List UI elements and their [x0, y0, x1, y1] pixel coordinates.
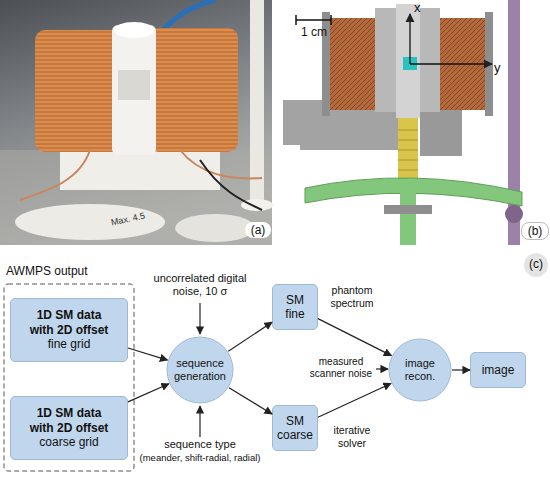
flow-arrow [452, 369, 470, 370]
flow-arrow [318, 383, 391, 417]
cad-panel [398, 170, 418, 171]
node-text: coarse grid [39, 435, 98, 449]
photo-panel [35, 30, 123, 152]
photo-panel [241, 199, 273, 211]
cad-panel [330, 15, 332, 25]
node-text: SM fine [275, 293, 315, 322]
cad-panel [384, 205, 432, 214]
cad-panel [400, 186, 416, 245]
cad-panel [505, 205, 523, 223]
cad-panel [278, 0, 550, 245]
edge-label: phantom spectrum [320, 284, 384, 309]
flow-decoration [376, 368, 388, 369]
annotation-label: y [494, 60, 506, 76]
flow-arrow [229, 388, 272, 414]
flow-arrow [128, 348, 167, 360]
process-box: 1D SM data with 2D offsetcoarse grid [10, 396, 128, 460]
photo-panel [175, 214, 255, 242]
flow-decoration [524, 253, 548, 277]
photo-panel [180, 150, 262, 178]
cad-panel [420, 108, 462, 156]
node-text: SM coarse [275, 414, 315, 443]
cad-panel [398, 130, 418, 131]
cad-panel [398, 140, 418, 141]
group-frame: AWMPS output1D SM data with 2D offsetfin… [3, 283, 135, 472]
photo-panel [20, 150, 90, 200]
annotation-label: measured scanner noise [306, 356, 376, 380]
process-box: SM coarse [272, 405, 318, 451]
flow-decoration [199, 303, 200, 334]
node-text: image [482, 363, 515, 377]
annotation-label: x [414, 0, 426, 16]
photo-panel [114, 22, 154, 38]
annotation-label: (a) [245, 222, 271, 238]
process-circle: image recon. [388, 338, 452, 402]
photo-panel [15, 204, 165, 240]
flow-arrow [128, 384, 169, 402]
process-circle: sequence generation [166, 336, 234, 404]
process-box: 1D SM data with 2D offsetfine grid [10, 298, 128, 362]
annotation-label: 1 cm [292, 25, 336, 39]
annotation-label: (c) [524, 257, 548, 271]
photo-panel [118, 70, 150, 100]
cad-panel [396, 4, 420, 118]
annotation-label: (b) [521, 222, 549, 240]
annotation-label: (meander, shift-radial, radial) [118, 452, 282, 463]
flow-arrow [228, 322, 272, 351]
flow-decoration [200, 253, 548, 437]
edge-label: iterative solver [322, 424, 382, 449]
annotation-label: sequence type [150, 438, 250, 451]
photo-panel [148, 28, 238, 152]
node-text: 1D SM data with 2D offset [24, 406, 114, 435]
node-text: sequence generation [169, 357, 231, 383]
group-heading: AWMPS output [6, 264, 88, 278]
node-text: fine grid [48, 337, 91, 351]
cad-panel [398, 150, 418, 151]
cad-panel [410, 63, 492, 64]
node-text: 1D SM data with 2D offset [24, 308, 114, 337]
photo-panel [200, 160, 262, 210]
cad-panel [409, 14, 410, 64]
photo-panel [112, 25, 156, 155]
cad-panel [295, 15, 297, 25]
photo-panel [0, 0, 272, 245]
cad-panel [296, 19, 331, 21]
process-box: image [470, 352, 526, 388]
photo-panel [0, 150, 272, 245]
photo-panel [250, 0, 264, 205]
cad-panel [398, 130, 418, 180]
flow-decoration [199, 406, 200, 437]
flow-arrow [318, 319, 391, 356]
annotation-label: uncorrelated digital noise, 10 σ [140, 272, 260, 298]
circle-shape [167, 337, 233, 403]
cad-panel [398, 160, 418, 161]
node-text: image recon. [395, 357, 445, 383]
dashed-frame [4, 284, 134, 471]
circle-shape [389, 339, 451, 401]
photo-panel [0, 0, 273, 245]
cad-panel [330, 18, 375, 110]
process-box: SM fine [272, 284, 318, 330]
cad-panel [278, 0, 550, 245]
photo-panel [60, 150, 220, 190]
